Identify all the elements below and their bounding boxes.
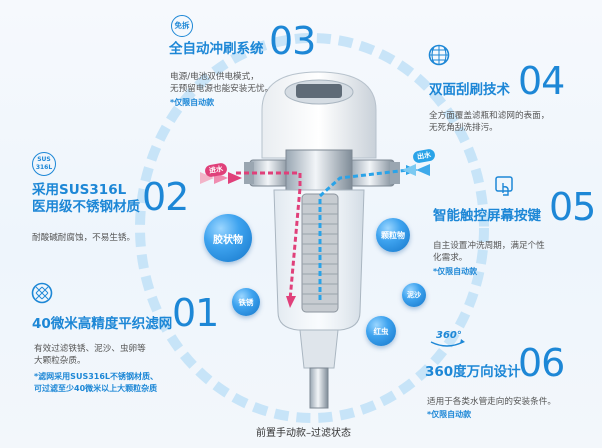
no-disassembly-badge-text: 免拆 bbox=[174, 21, 190, 30]
feature-03-title: 全自动冲刷系统 bbox=[169, 41, 264, 57]
particle-worm-label: 红虫 bbox=[373, 326, 389, 336]
mesh-filter-icon bbox=[31, 282, 53, 304]
particle-colloid-label: 胶状物 bbox=[213, 234, 243, 246]
feature-04-desc-2: 无死角刮洗排污。 bbox=[429, 123, 498, 133]
particle-sand-label: 泥沙 bbox=[407, 291, 421, 299]
feature-04-desc-1: 全方面覆盖滤瓶和滤网的表面， bbox=[429, 111, 550, 121]
feature-05-desc-2: 化需求。 bbox=[433, 253, 468, 263]
feature-02-number: 02 bbox=[142, 175, 189, 219]
touch-screen-icon bbox=[495, 176, 513, 196]
feature-05-desc-1: 自主设置冲洗周期，满足个性 bbox=[433, 241, 545, 251]
particle-worm: 红虫 bbox=[366, 316, 396, 346]
feature-06-title: 360度万向设计 bbox=[425, 364, 521, 380]
mesh-globe-icon bbox=[428, 44, 450, 66]
particle-colloid: 胶状物 bbox=[204, 214, 252, 262]
sus316l-badge-line-2: 316L bbox=[35, 164, 53, 171]
sus316l-badge-line-1: SUS bbox=[37, 156, 51, 163]
particle-rust: 铁锈 bbox=[232, 288, 260, 316]
feature-04-title: 双面刮刷技术 bbox=[429, 82, 510, 98]
feature-03-desc-1: 电源/电池双供电模式， bbox=[170, 72, 259, 82]
rotate-360-icon bbox=[430, 339, 465, 347]
feature-02-title-1: 采用SUS316L bbox=[32, 182, 127, 198]
particle-rust-label: 铁锈 bbox=[238, 297, 254, 307]
feature-03-desc-2: 无预留电源也能安装无忧。 bbox=[170, 84, 274, 94]
feature-03-number: 03 bbox=[269, 19, 316, 63]
no-disassembly-icon: 免拆 bbox=[171, 15, 193, 37]
feature-01-title: 40微米高精度平织滤网 bbox=[32, 316, 173, 332]
feature-06-number: 06 bbox=[518, 341, 565, 385]
feature-06-note: *仅限自动款 bbox=[427, 410, 472, 419]
feature-03-note: *仅限自动款 bbox=[170, 98, 215, 107]
feature-01-note-2: 可过滤至少40微米以上大颗粒杂质 bbox=[34, 384, 158, 393]
image-caption: 前置手动款–过滤状态 bbox=[256, 428, 351, 439]
feature-02-desc-1: 耐酸碱耐腐蚀，不易生锈。 bbox=[32, 233, 136, 243]
rotate-360-label: 360° bbox=[436, 330, 462, 341]
feature-01-desc-2: 大颗粒杂质。 bbox=[34, 356, 86, 366]
feature-05-number: 05 bbox=[549, 185, 596, 229]
particle-granule: 颗粒物 bbox=[376, 218, 410, 252]
particle-sand: 泥沙 bbox=[402, 283, 426, 307]
feature-02-title-2: 医用级不锈钢材质 bbox=[32, 199, 140, 215]
feature-04-number: 04 bbox=[518, 59, 565, 103]
feature-05-note: *仅限自动款 bbox=[433, 267, 478, 276]
feature-01-note-1: *滤网采用SUS316L不锈钢材质、 bbox=[34, 372, 158, 381]
feature-05-title: 智能触控屏幕按键 bbox=[433, 208, 541, 224]
feature-01-desc-1: 有效过滤铁锈、泥沙、虫卵等 bbox=[34, 344, 146, 354]
particle-granule-label: 颗粒物 bbox=[381, 230, 405, 240]
feature-06-desc-1: 适用于各类水管走向的安装条件。 bbox=[427, 397, 556, 407]
feature-01-number: 01 bbox=[172, 291, 219, 335]
